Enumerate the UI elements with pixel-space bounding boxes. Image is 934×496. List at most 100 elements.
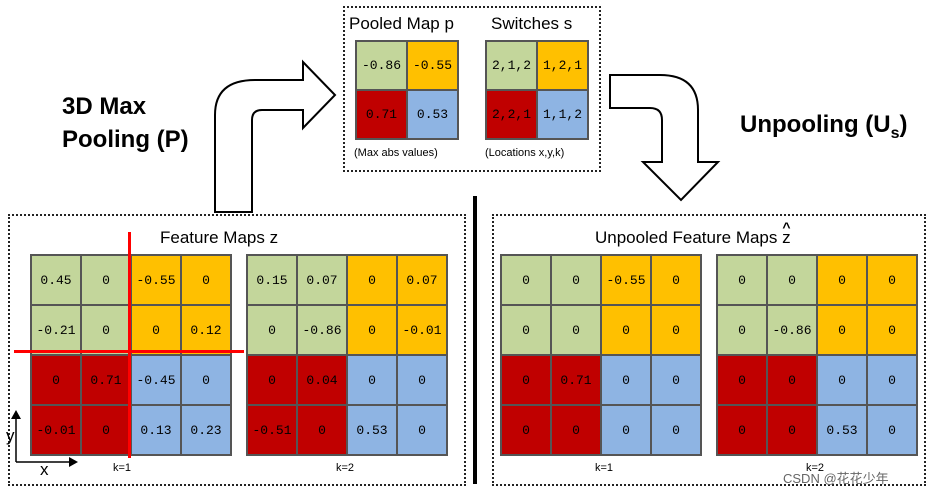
grid-cell: -0.55 <box>407 41 458 90</box>
grid-cell: 0 <box>817 305 867 355</box>
y-axis-label: y <box>6 426 15 445</box>
unpooled-maps-box <box>492 214 926 486</box>
grid-cell: 2,2,1 <box>486 90 537 139</box>
unpooling-arrow <box>609 74 721 202</box>
grid-cell: 0 <box>181 255 231 305</box>
grid-cell: 0 <box>397 405 447 455</box>
grid-cell: 0 <box>131 305 181 355</box>
grid-cell: 0 <box>501 305 551 355</box>
grid-cell: -0.01 <box>397 305 447 355</box>
grid-cell: 1,2,1 <box>537 41 588 90</box>
pooled-map-title: Pooled Map p <box>349 14 454 33</box>
grid-cell: 2,1,2 <box>486 41 537 90</box>
grid-cell: 1,1,2 <box>537 90 588 139</box>
grid-cell: 0.53 <box>407 90 458 139</box>
grid-cell: 0.15 <box>247 255 297 305</box>
grid-cell: -0.55 <box>131 255 181 305</box>
feature-maps-box <box>8 214 466 486</box>
grid-cell: 0 <box>717 355 767 405</box>
switches-title: Switches s <box>491 14 573 33</box>
max-pooling-label-line2: Pooling (P) <box>62 126 189 153</box>
unpooling-label-close: ) <box>899 111 908 138</box>
y-axis-arrowhead <box>11 410 21 419</box>
grid-cell: 0 <box>651 305 701 355</box>
unpooled-k2-label: k=2 <box>806 462 825 474</box>
grid-cell: 0 <box>501 355 551 405</box>
grid-cell: 0 <box>817 355 867 405</box>
max-pooling-label: 3D Max Pooling (P) <box>62 90 189 156</box>
grid-cell: 0 <box>717 405 767 455</box>
grid-cell: -0.86 <box>297 305 347 355</box>
grid-cell: 0 <box>551 255 601 305</box>
grid-cell: 0 <box>347 305 397 355</box>
x-axis-label: x <box>40 460 49 479</box>
grid-cell: 0 <box>247 355 297 405</box>
grid-cell: 0 <box>867 405 917 455</box>
grid-cell: -0.86 <box>767 305 817 355</box>
grid-cell: 0 <box>717 255 767 305</box>
grid-cell: 0.71 <box>356 90 407 139</box>
unpooling-label: Unpooling (Us) <box>740 108 908 150</box>
feature-maps-title: Feature Maps z <box>160 228 279 247</box>
grid-cell: -0.51 <box>247 405 297 455</box>
grid-cell: 0 <box>867 305 917 355</box>
pooling-region-vertical-line <box>128 232 131 458</box>
grid-cell: 0 <box>347 255 397 305</box>
grid-cell: 0.04 <box>297 355 347 405</box>
grid-cell: 0 <box>551 405 601 455</box>
max-pooling-label-line1: 3D Max <box>62 93 147 120</box>
unpooled-k1-label: k=1 <box>595 462 614 474</box>
unpooling-label-sub: s <box>890 124 900 142</box>
pooling-arrow <box>214 59 337 213</box>
grid-cell: 0 <box>81 305 131 355</box>
grid-cell: 0.13 <box>131 405 181 455</box>
grid-cell: 0 <box>501 405 551 455</box>
grid-cell: 0 <box>767 355 817 405</box>
grid-cell: 0.07 <box>297 255 347 305</box>
grid-cell: 0 <box>551 305 601 355</box>
grid-cell: 0 <box>501 255 551 305</box>
grid-cell: 0 <box>81 255 131 305</box>
grid-cell: 0.53 <box>817 405 867 455</box>
grid-cell: 0 <box>397 355 447 405</box>
grid-cell: 0.71 <box>551 355 601 405</box>
grid-cell: 0 <box>817 255 867 305</box>
grid-cell: 0 <box>601 355 651 405</box>
switches-caption: (Locations x,y,k) <box>485 147 565 159</box>
grid-cell: 0.45 <box>31 255 81 305</box>
grid-cell: 0 <box>651 405 701 455</box>
grid-cell: 0.71 <box>81 355 131 405</box>
pooled-switches-box <box>343 6 601 172</box>
grid-cell: 0 <box>767 255 817 305</box>
x-axis-arrowhead <box>69 457 78 467</box>
grid-cell: 0.07 <box>397 255 447 305</box>
grid-cell: 0 <box>717 305 767 355</box>
grid-cell: 0.53 <box>347 405 397 455</box>
grid-cell: 0 <box>867 255 917 305</box>
grid-cell: 0 <box>651 355 701 405</box>
grid-cell: 0 <box>767 405 817 455</box>
grid-cell: 0 <box>651 255 701 305</box>
feature-k1-label: k=1 <box>113 462 132 474</box>
z-hat-mark: ^ <box>782 219 791 235</box>
grid-cell: 0 <box>181 355 231 405</box>
grid-cell: 0 <box>867 355 917 405</box>
grid-cell: 0 <box>297 405 347 455</box>
unpooling-label-text: Unpooling (U <box>740 111 891 138</box>
grid-cell: 0 <box>31 355 81 405</box>
grid-cell: 0 <box>347 355 397 405</box>
grid-cell: -0.45 <box>131 355 181 405</box>
unpooled-maps-title: Unpooled Feature Maps z ^ <box>595 219 791 248</box>
grid-cell: -0.21 <box>31 305 81 355</box>
grid-cell: -0.86 <box>356 41 407 90</box>
feature-k2-label: k=2 <box>336 462 355 474</box>
unpooled-maps-title-text: Unpooled Feature Maps z <box>595 228 791 247</box>
grid-cell: -0.55 <box>601 255 651 305</box>
grid-cell: 0 <box>601 305 651 355</box>
grid-cell: 0.12 <box>181 305 231 355</box>
